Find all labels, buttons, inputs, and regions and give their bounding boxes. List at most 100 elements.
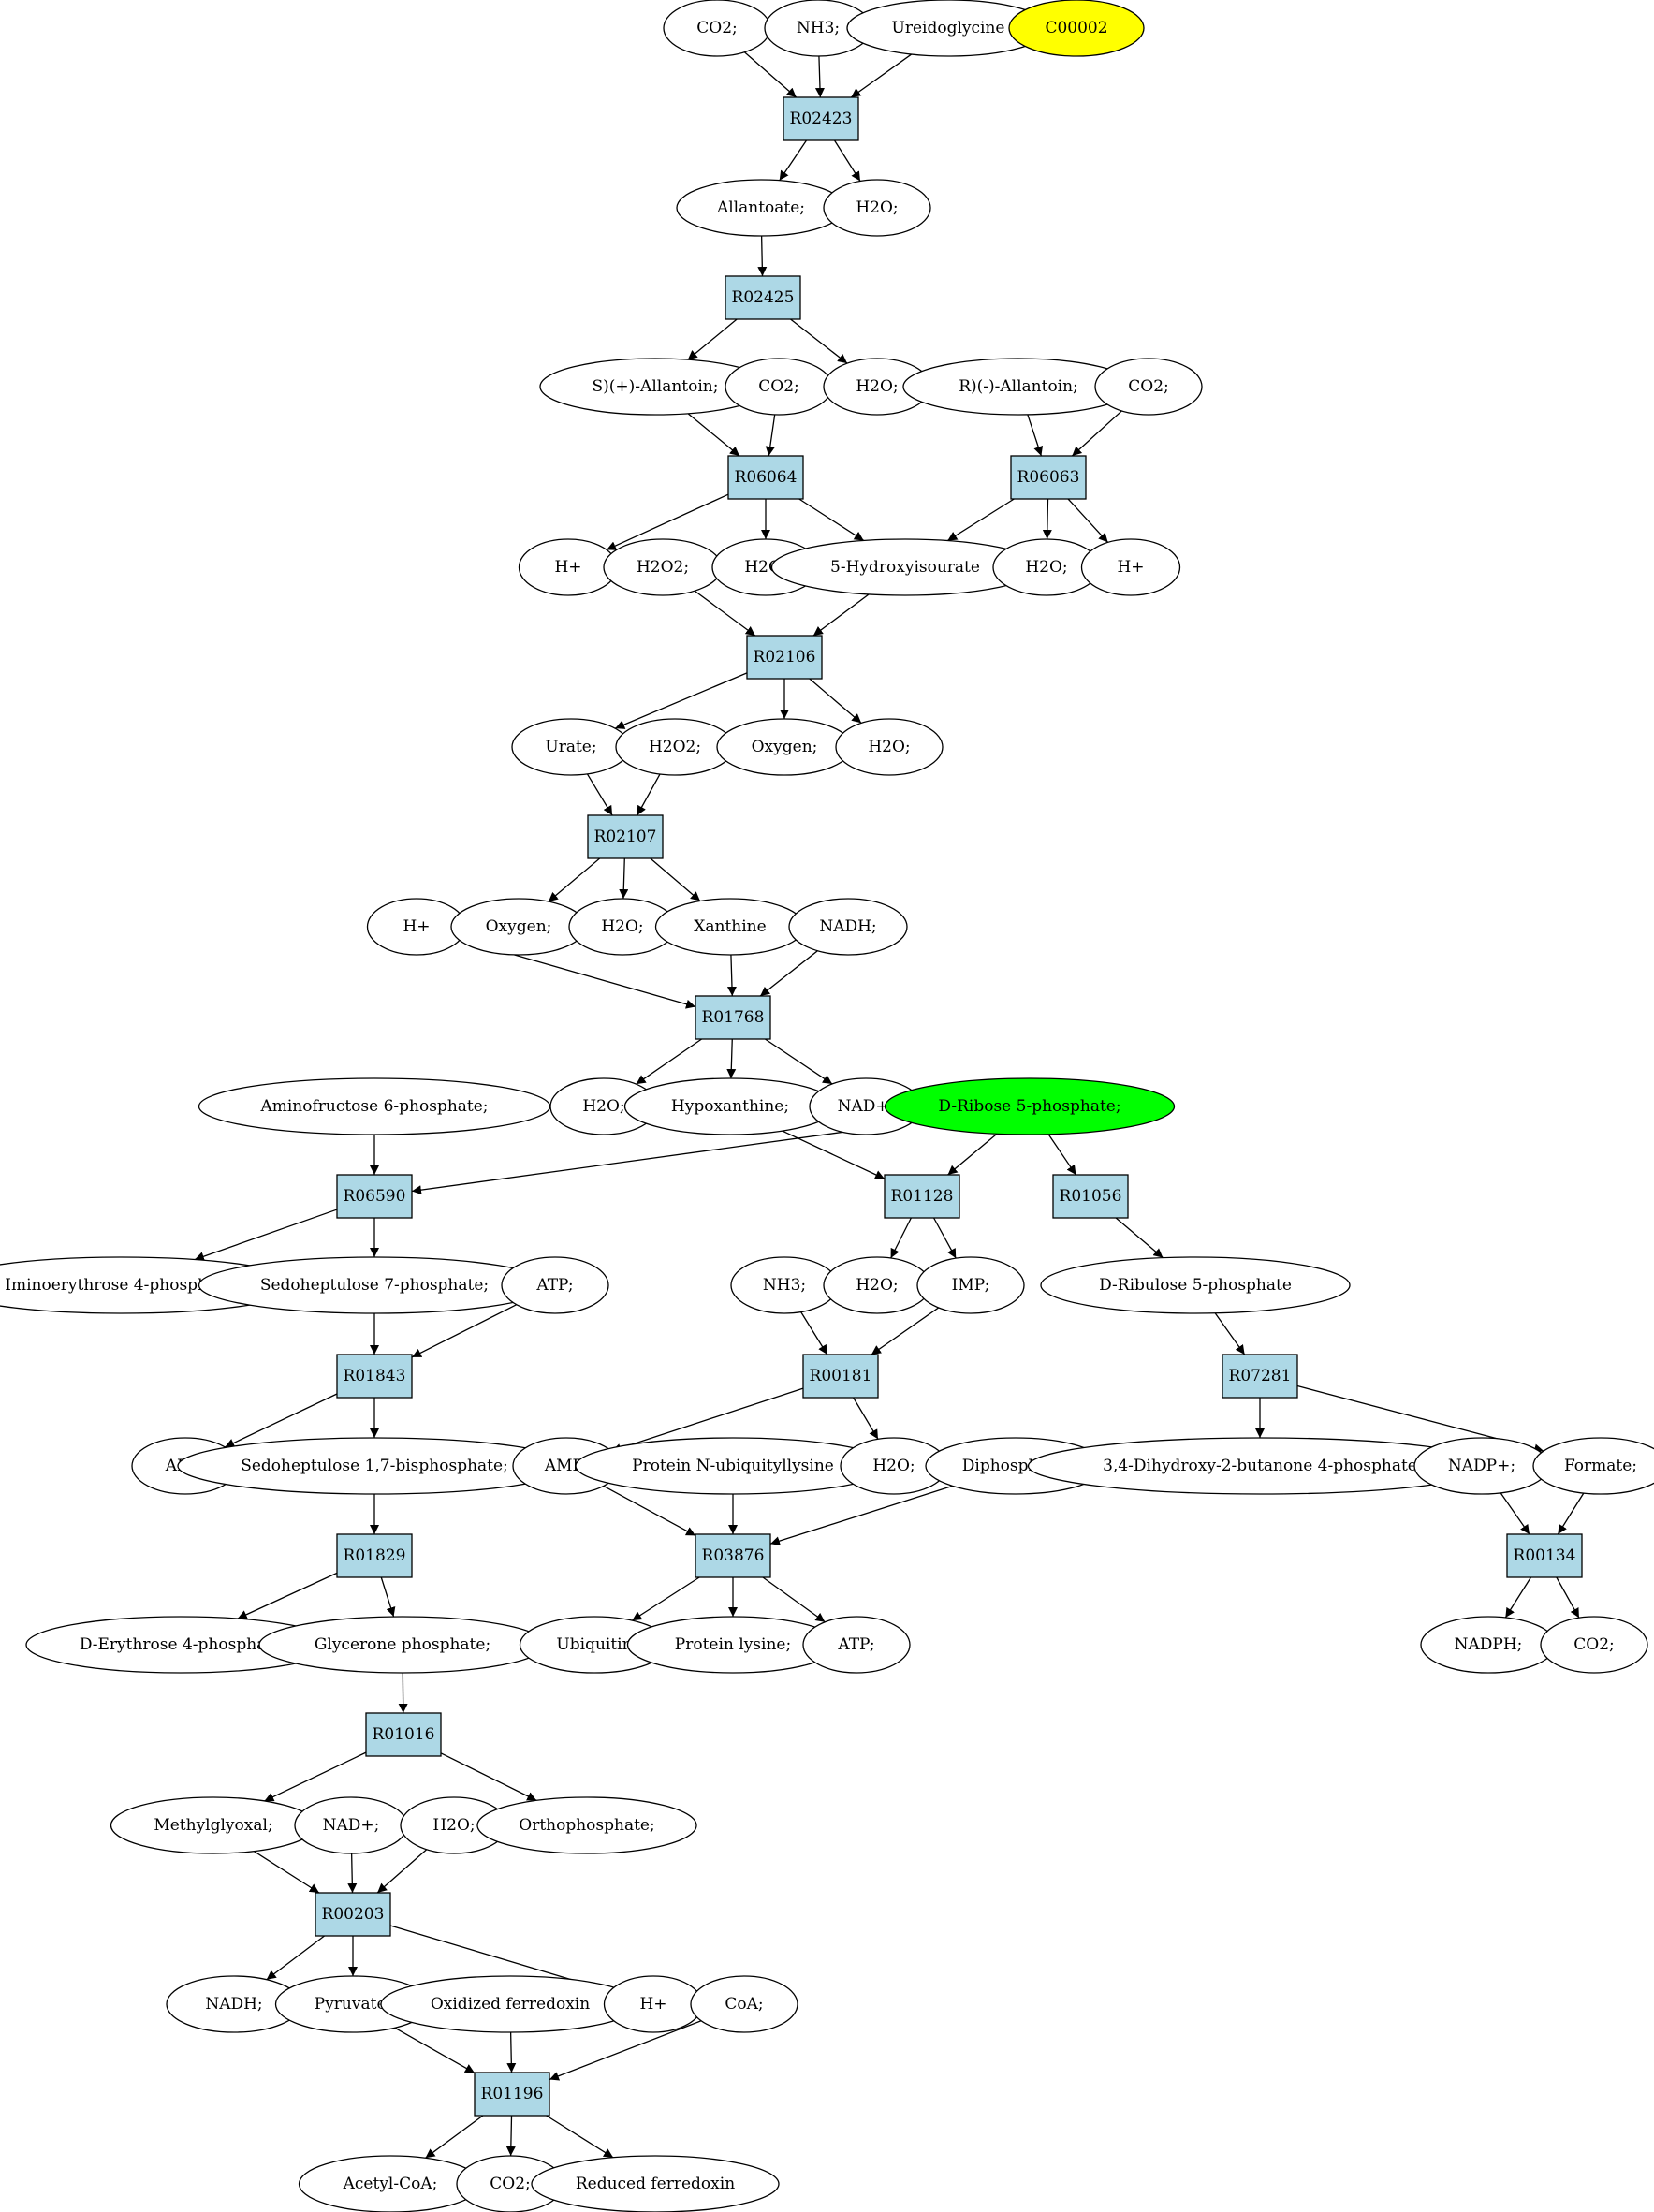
reaction-node-r06064[interactable]: R06064 [727,455,804,500]
reaction-node-r02106[interactable]: R02106 [746,635,823,680]
compound-node-h2o2[interactable]: H2O2; [615,718,735,776]
compound-node-nh3[interactable]: NH3; [764,0,872,57]
compound-node-h2o[interactable]: H2O; [549,1077,658,1135]
compound-node-d-ribulose-5-phosphate[interactable]: D-Ribulose 5-phosphate [1040,1256,1351,1314]
compound-node-h[interactable]: H+ [603,1975,704,2033]
edge-r_R06063-to-c16 [1042,498,1052,540]
compound-ellipse [1040,1256,1351,1314]
compound-node-methylglyoxal[interactable]: Methylglyoxal; [110,1796,317,1854]
edge-r_R01016-to-c55 [264,1751,367,1802]
compound-node-co2[interactable]: CO2; [1540,1616,1648,1674]
compound-label: Allantoate; [716,198,805,217]
reaction-node-r01829[interactable]: R01829 [336,1533,413,1578]
reaction-node-r02423[interactable]: R02423 [783,96,859,141]
compound-node-nh3[interactable]: NH3; [730,1256,839,1314]
compound-node-r-allantoin[interactable]: R)(-)-Allantoin; [902,358,1134,416]
reaction-node-r01056[interactable]: R01056 [1052,1174,1129,1219]
compound-node-protein-lysine[interactable]: Protein lysine; [626,1616,840,1674]
compound-node-h2o[interactable]: H2O; [840,1437,948,1495]
compound-node-ureidoglycine[interactable]: Ureidoglycine [846,0,1050,57]
compound-node-oxygen[interactable]: Oxygen; [716,718,853,776]
reaction-node-r01016[interactable]: R01016 [365,1712,442,1757]
compound-node-co2[interactable]: CO2; [725,358,833,416]
compound-node-h2o[interactable]: H2O; [568,898,677,956]
compound-node-h2o[interactable]: H2O; [400,1796,508,1854]
compound-node-oxidized-ferredoxin[interactable]: Oxidized ferredoxin [380,1975,640,2033]
compound-node-imp[interactable]: IMP; [916,1256,1025,1314]
compound-node-h[interactable]: H+ [1080,538,1181,596]
compound-node-h[interactable]: H+ [518,538,619,596]
reaction-label: R01056 [1060,1187,1122,1206]
compound-node-h[interactable]: H+ [366,898,467,956]
edge-c38-to-r_R07281 [1214,1312,1246,1355]
compound-node-co2[interactable]: CO2; [1094,358,1203,416]
reaction-node-r02107[interactable]: R02107 [587,814,664,859]
compound-node-nadp[interactable]: NADP+; [1413,1437,1550,1495]
reaction-node-r01128[interactable]: R01128 [884,1174,960,1219]
compound-node-3-4-dihydroxy-2-butanone-4-phosphate[interactable]: 3,4-Dihydroxy-2-butanone 4-phosphate [1027,1437,1493,1495]
reaction-node-r01768[interactable]: R01768 [695,995,771,1040]
compound-node-nad[interactable]: NAD+; [809,1077,923,1135]
compound-node-reduced-ferredoxin[interactable]: Reduced ferredoxin [531,2155,780,2212]
compound-node-d-erythrose-4-phosphate[interactable]: D-Erythrose 4-phosphate [25,1616,336,1674]
compound-node-urate[interactable]: Urate; [511,718,631,776]
compound-node-orthophosphate[interactable]: Orthophosphate; [476,1796,697,1854]
compound-node-co2[interactable]: CO2; [663,0,771,57]
compound-node-nadh[interactable]: NADH; [788,898,908,956]
compound-node-xanthine[interactable]: Xanthine [654,898,806,956]
compound-node-glycerone-phosphate[interactable]: Glycerone phosphate; [258,1616,547,1674]
compound-label: Methylglyoxal; [154,1816,272,1835]
compound-node-h2o[interactable]: H2O; [992,538,1101,596]
edge-r_R00134-to-c54 [1556,1576,1580,1619]
compound-node-h2o2[interactable]: H2O2; [603,538,723,596]
compound-node-oxygen[interactable]: Oxygen; [450,898,587,956]
reaction-node-r00203[interactable]: R00203 [315,1892,391,1937]
reaction-node-r01196[interactable]: R01196 [474,2072,550,2117]
compound-node-nadph[interactable]: NADPH; [1420,1616,1557,1674]
compound-node-protein-n-ubiquityllysine[interactable]: Protein N-ubiquityllysine [575,1437,891,1495]
compound-node-acetyl-coa[interactable]: Acetyl-CoA; [298,2155,483,2212]
edge-c18-to-r_R02107 [586,773,613,816]
compound-node-allantoate[interactable]: Allantoate; [676,179,846,237]
compound-node-5-hydroxyisourate[interactable]: 5-Hydroxyisourate [770,538,1040,596]
compound-node-formate[interactable]: Formate; [1532,1437,1654,1495]
compound-label: Sedoheptulose 7-phosphate; [260,1276,489,1295]
compound-node-h2o[interactable]: H2O; [823,358,931,416]
compound-node-d-ribose-5-phosphate[interactable]: D-Ribose 5-phosphate; [884,1077,1176,1135]
compound-node-atp[interactable]: ATP; [501,1256,609,1314]
reaction-label: R07281 [1229,1367,1292,1385]
compound-ellipse [835,718,944,776]
compound-node-atp[interactable]: ATP; [802,1616,911,1674]
compound-node-hypoxanthine[interactable]: Hypoxanthine; [623,1077,837,1135]
compound-node-c00002[interactable]: C00002 [1008,0,1145,57]
compound-node-h2o[interactable]: H2O; [823,179,931,237]
compound-label: Reduced ferredoxin [576,2175,735,2193]
compound-label: NAD+; [838,1097,895,1116]
compound-node-sedoheptulose-1-7-bisphosphate[interactable]: Sedoheptulose 1,7-bisphosphate; [177,1437,572,1495]
compound-label: H2O; [868,738,910,756]
compound-node-nad[interactable]: NAD+; [294,1796,408,1854]
reaction-label: R06590 [344,1187,406,1206]
compound-node-nadh[interactable]: NADH; [166,1975,302,2033]
reaction-node-r02425[interactable]: R02425 [725,275,801,320]
edge-r_R01016-to-c58 [440,1752,537,1801]
compound-node-sedoheptulose-7-phosphate[interactable]: Sedoheptulose 7-phosphate; [198,1256,551,1314]
edge-r_R01196-to-c64 [425,2115,484,2159]
compound-node-h2o[interactable]: H2O; [835,718,944,776]
reaction-node-r00134[interactable]: R00134 [1506,1533,1583,1578]
reaction-node-r07281[interactable]: R07281 [1222,1354,1298,1399]
compound-node-pyruvate[interactable]: Pyruvate; [274,1975,432,2033]
reaction-node-r06063[interactable]: R06063 [1010,455,1087,500]
reaction-node-r03876[interactable]: R03876 [695,1533,771,1578]
edge-c8-to-r_R06064 [765,414,776,457]
compound-node-coa[interactable]: CoA; [690,1975,798,2033]
edge-c46-to-r_R00134 [1500,1492,1530,1535]
reaction-node-r00181[interactable]: R00181 [802,1354,879,1399]
compound-label: Orthophosphate; [519,1816,654,1835]
reaction-box [695,1533,771,1578]
compound-node-aminofructose-6-phosphate[interactable]: Aminofructose 6-phosphate; [198,1077,551,1135]
compound-node-h2o[interactable]: H2O; [823,1256,931,1314]
reaction-node-r01843[interactable]: R01843 [336,1354,413,1399]
reaction-node-r06590[interactable]: R06590 [336,1174,413,1219]
edge-r_R00181-to-c43 [853,1397,879,1440]
